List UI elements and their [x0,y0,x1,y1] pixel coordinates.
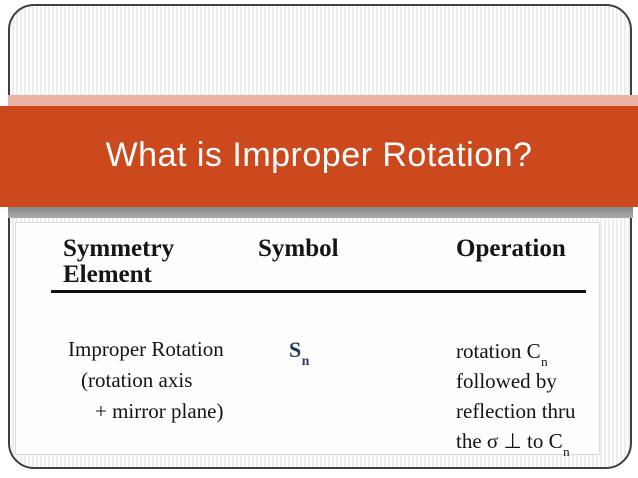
column-header-symbol: Symbol [258,235,339,262]
operation-line: reflection thru [456,396,576,426]
slide-title: What is Improper Rotation? [105,136,533,174]
table-panel: Symmetry Element Symbol Operation Improp… [15,222,600,459]
title-banner: What is Improper Rotation? [0,95,638,218]
banner-pink-strip [8,95,638,106]
operation-line-text: rotation C [456,339,541,363]
element-line: Improper Rotation [68,337,224,361]
operation-line: rotation Cn [456,336,576,369]
header-underline [51,290,586,293]
element-line: + mirror plane) [95,399,224,423]
column-header-operation: Operation [456,235,566,262]
table-cell-operation: rotation Cn followed by reflection thru … [456,336,576,459]
operation-line-subscript: n [563,443,570,459]
operation-line: the σ ⊥ to Cn [456,426,576,459]
banner-gray-strip [8,207,633,218]
symbol-base: S [289,337,302,362]
header-symmetry-line2: Element [63,261,152,288]
operation-line-text: reflection thru [456,399,576,423]
operation-line: followed by [456,366,576,396]
table-cell-symbol: Sn [289,334,310,368]
operation-line-text: the σ ⊥ to C [456,429,563,453]
table-cell-symmetry-element: Improper Rotation (rotation axis + mirro… [68,334,224,427]
operation-line-subscript: n [541,353,548,369]
column-header-symmetry-element: Symmetry Element [63,236,174,288]
symbol-subscript: n [301,352,310,368]
banner-orange-band: What is Improper Rotation? [0,106,638,207]
operation-line-text: followed by [456,369,557,393]
element-line: (rotation axis [81,368,193,392]
header-symmetry-line1: Symmetry [63,235,175,262]
